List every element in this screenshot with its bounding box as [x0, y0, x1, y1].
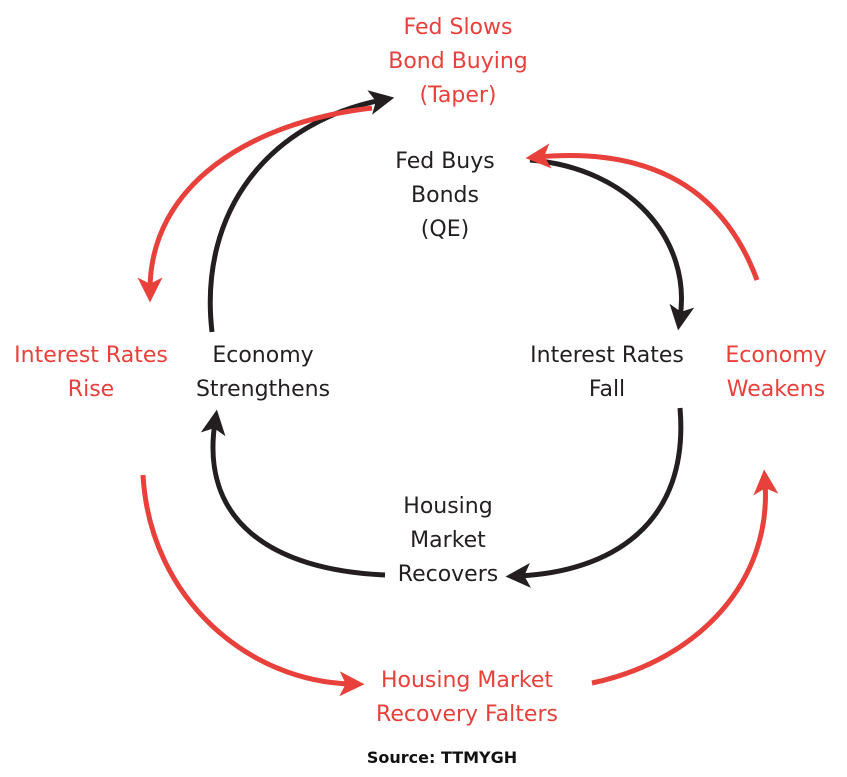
text-line: Fed Slows	[403, 15, 513, 40]
text-line: Bond Buying	[388, 49, 528, 74]
source-note: Source: TTMYGH	[366, 748, 518, 767]
text-line: Fed Buys	[395, 149, 495, 174]
label-economy-weakens: Economy Weakens	[725, 339, 826, 407]
text-line: Fall	[588, 377, 626, 402]
arrow-strengthens-to-taper	[207, 90, 395, 333]
text-line: Housing	[403, 494, 493, 519]
text-line: Economy	[212, 343, 314, 368]
label-economy-strengthens: Economy Strengthens	[196, 339, 330, 407]
arrow-falters-to-weakens	[591, 469, 779, 686]
text-line: Recovers	[397, 562, 499, 587]
label-fed-buys: Fed Buys Bonds (QE)	[395, 145, 494, 247]
arrow-weakens-to-qe	[525, 143, 760, 281]
arrow-taper-to-rates-rise	[137, 105, 373, 303]
label-housing-falters: Housing Market Recovery Falters	[376, 664, 558, 732]
arrow-rates-rise-to-falters	[140, 474, 365, 697]
arrow-rates-fall-to-housing	[505, 407, 684, 588]
text-line: Strengthens	[195, 377, 331, 402]
label-rates-fall: Interest Rates Fall	[530, 339, 684, 407]
text-line: (Taper)	[419, 83, 497, 108]
text-line: Bonds	[411, 183, 479, 208]
label-fed-slows: Fed Slows Bond Buying (Taper)	[388, 11, 528, 113]
arrow-qe-to-rates-fall	[529, 157, 695, 331]
text-line: Economy	[725, 343, 827, 368]
text-line: Rise	[67, 377, 115, 402]
text-line: Recovery Falters	[376, 702, 558, 727]
text-line: (QE)	[420, 217, 470, 242]
text-line: Market	[410, 528, 486, 553]
text-line: Weakens	[726, 377, 826, 402]
arrow-housing-to-strengthens	[200, 409, 386, 578]
label-housing-recovers: Housing Market Recovers	[398, 490, 498, 592]
text-line: Interest Rates	[14, 343, 168, 368]
label-rates-rise: Interest Rates Rise	[14, 339, 168, 407]
text-line: Housing Market	[380, 668, 554, 693]
text-line: Interest Rates	[530, 343, 684, 368]
